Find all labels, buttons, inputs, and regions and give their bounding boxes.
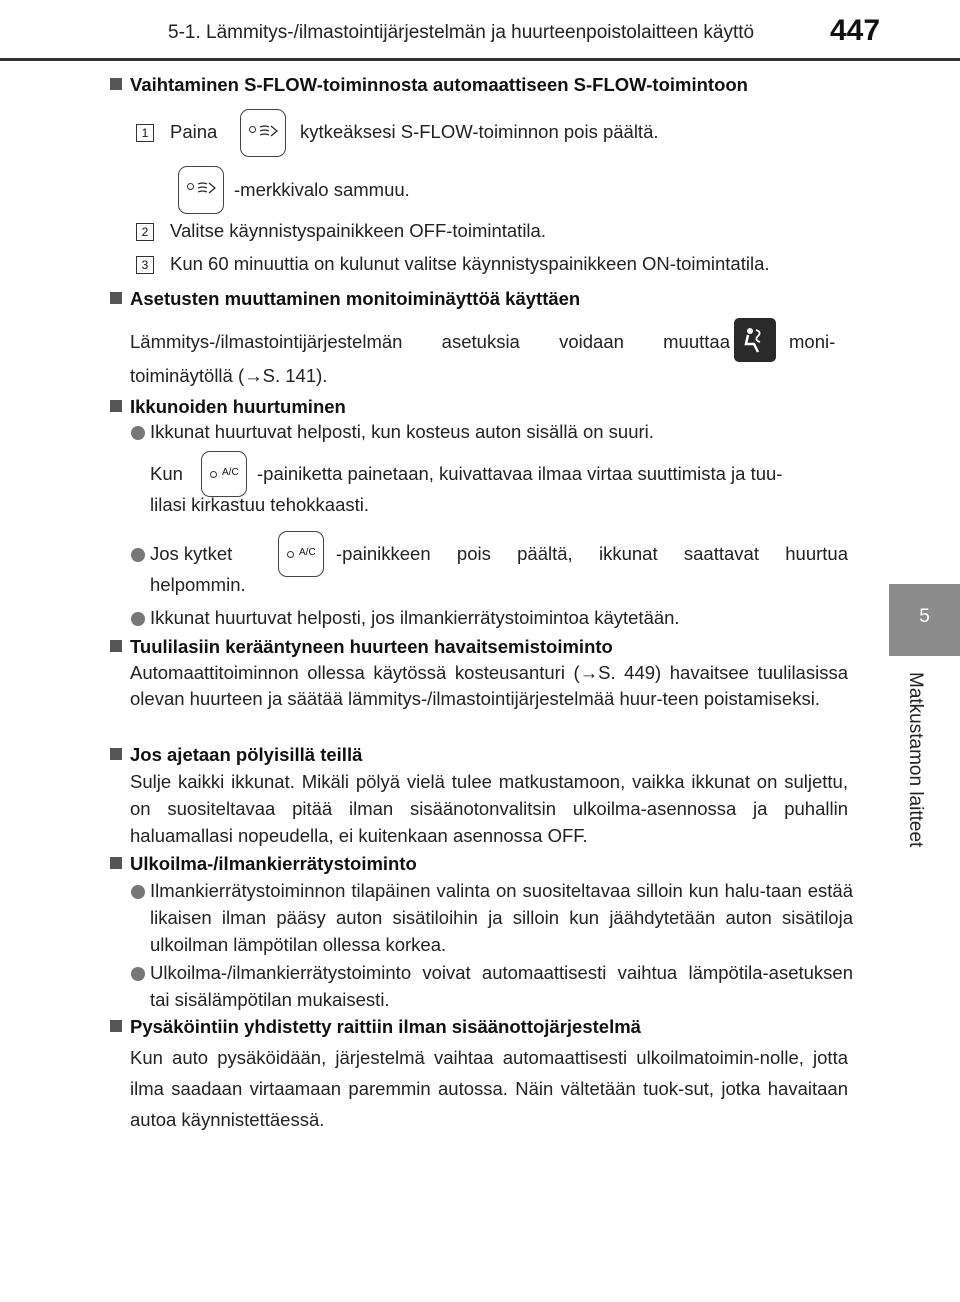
climate-display-icon [734,318,776,362]
square-marker-icon [110,748,122,760]
chapter-tab-number: 5 [919,606,930,627]
section-heading-fogging: Ikkunoiden huurtuminen [110,396,346,418]
bullet-dot-icon [131,967,145,981]
square-marker-icon [110,640,122,652]
square-marker-icon [110,292,122,304]
square-marker-icon [110,78,122,90]
header-divider [0,58,960,61]
frost-detection-text: Automaattitoiminnon ollessa käytössä kos… [130,662,848,709]
section-heading-sflow: Vaihtaminen S-FLOW-toiminnosta automaatt… [110,74,748,96]
fogging-bullet-2a: Jos kytket [150,543,233,564]
sflow-indicator-icon [178,166,224,214]
section-heading-recirculation: Ulkoilma-/ilmankierrätystoiminto [110,853,417,875]
fogging-bullet-3: Ikkunat huurtuvat helposti, jos ilmankie… [150,607,680,628]
settings-text-line1-end: moni- [789,331,836,352]
step1-text-a: Paina [170,121,218,142]
section-heading-frost-detection: Tuulilasiin kerääntyneen huurteen havait… [110,636,613,658]
fogging-bullet-1: Ikkunat huurtuvat helposti, kun kosteus … [150,421,654,442]
chapter-tab: 5 [889,584,960,656]
parking-fresh-air-text: Kun auto pysäköidään, järjestelmä vaihta… [130,1047,848,1130]
bullet-dot-icon [131,548,145,562]
section-heading-dusty-roads: Jos ajetaan pölyisillä teillä [110,744,362,766]
step2-text: Valitse käynnistyspainikkeen OFF-toimint… [170,220,546,241]
sflow-button-icon [240,109,286,157]
dusty-roads-text: Sulje kaikki ikkunat. Mikäli pölyä vielä… [130,771,848,846]
recirculation-bullet-1: Ilmankierrätystoiminnon tilapäinen valin… [150,880,853,955]
settings-text-line2: toiminäytöllä (→S. 141). [130,365,328,386]
bullet-dot-icon [131,426,145,440]
square-marker-icon [110,400,122,412]
fogging-bullet-2c: helpommin. [150,574,246,595]
step3-text: Kun 60 minuuttia on kulunut valitse käyn… [170,253,770,274]
recirculation-bullet-2: Ulkoilma-/ilmankierrätystoiminto voivat … [150,962,853,1010]
step1-text-c: -merkkivalo sammuu. [234,179,410,200]
fogging-bullet-2b: -painikkeen pois päältä, ikkunat saattav… [336,543,848,564]
fogging-kun: Kun [150,463,183,484]
chapter-tab-label: Matkustamon laitteet [905,672,926,848]
fogging-ac-text: -painiketta painetaan, kuivattavaa ilmaa… [257,463,783,484]
page-number: 447 [830,14,881,47]
chapter-title: 5-1. Lämmitys-/ilmastointijärjestelmän j… [168,22,755,43]
settings-text-line1: Lämmitys-/ilmastointijärjestelmän asetuk… [130,331,730,352]
step1-text-b: kytkeäksesi S-FLOW-toiminnon pois päältä… [300,121,659,142]
bullet-dot-icon [131,885,145,899]
square-marker-icon [110,1020,122,1032]
page-header: 5-1. Lämmitys-/ilmastointijärjestelmän j… [0,0,960,62]
step-number-1: 1 [136,124,154,142]
ac-button-icon: A/C [278,531,324,577]
bullet-dot-icon [131,612,145,626]
section-heading-settings: Asetusten muuttaminen monitoiminäyttöä k… [110,288,580,310]
ac-button-icon: A/C [201,451,247,497]
fogging-ac-text-2: lilasi kirkastuu tehokkaasti. [150,494,370,515]
square-marker-icon [110,857,122,869]
step-number-3: 3 [136,256,154,274]
step-number-2: 2 [136,223,154,241]
section-heading-parking-fresh-air: Pysäköintiin yhdistetty raittiin ilman s… [110,1016,641,1038]
